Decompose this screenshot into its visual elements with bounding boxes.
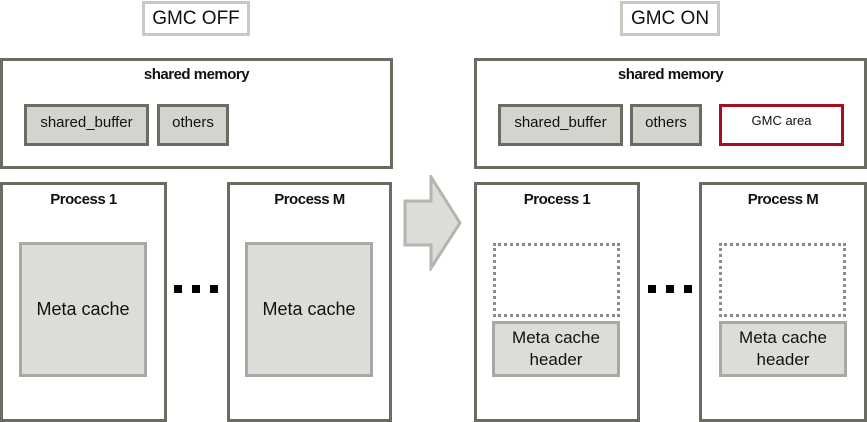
ellipsis-icon <box>174 285 218 293</box>
freed-cache-area-process-m <box>719 243 846 317</box>
meta-cache-process-m-off: Meta cache <box>245 242 373 377</box>
gmc-area: GMC area <box>719 104 844 146</box>
process-1-off-title: Process 1 <box>50 191 117 208</box>
shared-buffer-off-label: shared_buffer <box>40 113 133 131</box>
process-1-on-title: Process 1 <box>523 191 591 208</box>
meta-cache-process-1-off: Meta cache <box>19 242 147 377</box>
ellipsis-dot <box>666 285 674 293</box>
shared-memory-on-title: shared memory <box>617 66 724 83</box>
process-m-off-title: Process M <box>274 191 345 208</box>
ellipsis-dot <box>192 285 200 293</box>
gmc-on-label-text: GMC ON <box>630 7 710 29</box>
shared-memory-off-title: shared memory <box>143 66 250 83</box>
process-m-on-title: Process M <box>747 191 819 208</box>
right-arrow-icon <box>403 175 462 271</box>
meta-cache-label: Meta cache <box>262 299 356 319</box>
others-on-label: others <box>645 113 687 131</box>
others-on: others <box>630 104 702 146</box>
right-arrow-shape <box>403 175 462 271</box>
ellipsis-dot <box>210 285 218 293</box>
others-off-label: others <box>172 113 214 131</box>
meta-cache-label: Meta cache <box>36 299 130 319</box>
shared-buffer-off: shared_buffer <box>24 104 149 146</box>
shared-buffer-on: shared_buffer <box>498 104 623 146</box>
shared-buffer-on-label: shared_buffer <box>514 113 607 131</box>
ellipsis-icon <box>648 285 692 293</box>
ellipsis-dot <box>684 285 692 293</box>
gmc-off-label-text: GMC OFF <box>152 7 240 29</box>
gmc-off-label: GMC OFF <box>142 1 250 36</box>
gmc-on-label: GMC ON <box>620 1 720 36</box>
freed-cache-area-process-1 <box>493 243 620 317</box>
ellipsis-dot <box>174 285 182 293</box>
ellipsis-dot <box>648 285 656 293</box>
others-off: others <box>157 104 229 146</box>
gmc-area-label: GMC area <box>751 113 812 128</box>
